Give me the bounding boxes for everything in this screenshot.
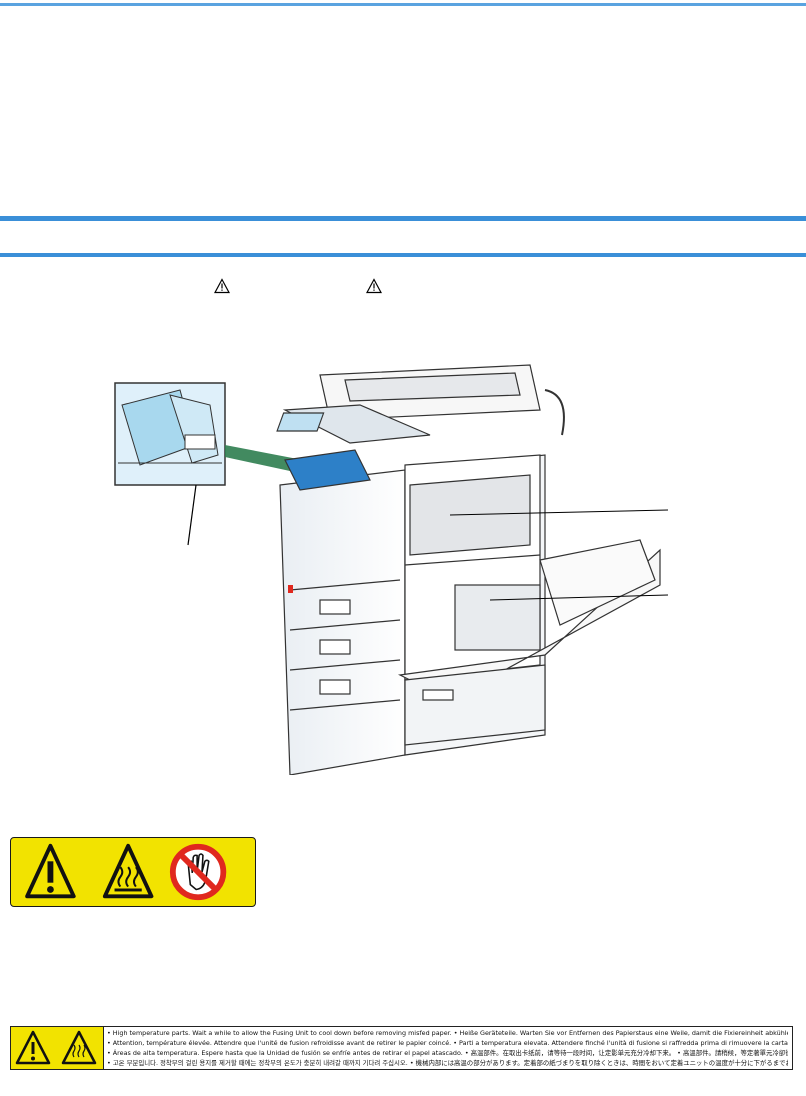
warning-triangle-icon — [25, 843, 76, 899]
top-rule — [0, 3, 806, 6]
warning-line: • Attention, température élevée. Attendr… — [107, 1039, 788, 1047]
caution-label-large — [10, 837, 256, 907]
section-rule — [0, 216, 806, 221]
hot-surface-icon — [61, 1030, 97, 1065]
section-rule-lower — [0, 253, 806, 257]
warning-triangle-icon — [365, 278, 383, 294]
warning-triangle-icon — [213, 278, 231, 294]
warning-text: • High temperature parts. Wait a while t… — [107, 1028, 788, 1068]
warning-line: • 고온 부분입니다. 정착부의 걸린 용지를 제거할 때에는 정착부의 온도가… — [107, 1059, 788, 1067]
warning-line: • Áreas de alta temperatura. Espere hast… — [107, 1049, 788, 1057]
no-touch-hand-icon — [169, 843, 227, 901]
printer-illustration — [100, 335, 680, 775]
warning-label-strip: • High temperature parts. Wait a while t… — [10, 1026, 793, 1070]
warning-triangle-icon — [15, 1030, 51, 1065]
inset-detail — [114, 382, 226, 546]
hot-surface-icon — [102, 843, 154, 899]
caution-row — [0, 278, 806, 298]
warning-strip-icons — [11, 1027, 104, 1069]
warning-line: • High temperature parts. Wait a while t… — [107, 1029, 788, 1037]
